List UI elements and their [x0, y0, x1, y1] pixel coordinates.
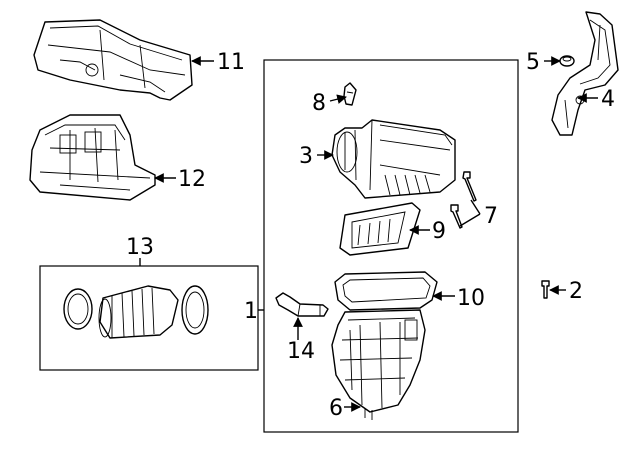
part-9-filter[interactable]	[339, 202, 421, 256]
part-13-kit-box	[39, 265, 259, 371]
part-8-clip[interactable]	[343, 82, 357, 106]
callout-1: 1	[244, 299, 258, 324]
part-13-clamp-right[interactable]	[181, 285, 209, 335]
callout-9: 9	[432, 219, 446, 244]
callout-13: 13	[126, 235, 154, 260]
callout-7: 7	[484, 204, 498, 229]
part-13-intake-tube[interactable]	[98, 285, 179, 339]
part-3-cover[interactable]	[331, 119, 456, 199]
part-14-hose[interactable]	[275, 292, 329, 317]
part-13-clamp-left[interactable]	[63, 288, 93, 330]
leader-8	[329, 94, 347, 104]
part-2-bolt[interactable]	[541, 280, 550, 299]
callout-4: 4	[601, 87, 615, 112]
part-12-lower-duct[interactable]	[29, 114, 156, 201]
part-11-upper-duct[interactable]	[33, 19, 193, 101]
callout-6: 6	[329, 396, 343, 421]
part-10-seal[interactable]	[334, 271, 438, 311]
leader-7	[459, 199, 481, 227]
part-4-bracket[interactable]	[551, 11, 619, 136]
callout-8: 8	[312, 91, 326, 116]
part-7-bolt-a[interactable]	[462, 171, 477, 202]
assembly-box	[263, 59, 519, 433]
part-5-grommet[interactable]	[559, 55, 575, 67]
part-7-bolt-b[interactable]	[450, 204, 463, 229]
part-6-lower-housing[interactable]	[331, 309, 426, 420]
callout-3: 3	[299, 144, 313, 169]
callout-10: 10	[457, 286, 485, 311]
callout-5: 5	[526, 50, 540, 75]
callout-12: 12	[178, 167, 206, 192]
callout-11: 11	[217, 50, 245, 75]
callout-14: 14	[287, 339, 315, 364]
callout-2: 2	[569, 279, 583, 304]
